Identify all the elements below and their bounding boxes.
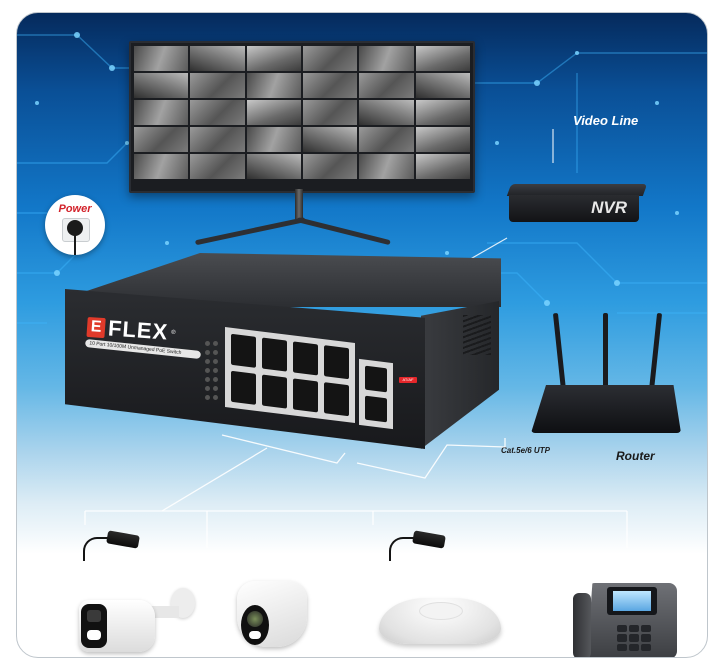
poe-injector-icon [81, 530, 140, 561]
router-device [531, 312, 681, 435]
bullet-camera [79, 588, 199, 653]
plug-icon [67, 220, 83, 236]
cable-type-label: Cat.5e/6 UTP [501, 446, 550, 455]
video-line-label: Video Line [573, 113, 639, 128]
connection-lines [84, 434, 628, 548]
handset-icon [573, 593, 591, 657]
vent-grille [463, 315, 491, 355]
keypad [617, 625, 651, 651]
ip-phone [573, 573, 683, 657]
antenna-icon [603, 313, 608, 391]
circuit-background [17, 32, 707, 324]
router-label: Router [616, 449, 655, 463]
status-leds [205, 341, 218, 401]
dome-camera [237, 581, 307, 651]
monitor-stand [295, 189, 303, 219]
nvr-label: NVR [591, 198, 627, 217]
camera-video-wall [134, 46, 470, 179]
monitor [129, 41, 475, 193]
poe-switch: E FLEX ® 10 Port 10/100M Unmanaged PoE S… [65, 253, 505, 463]
poe-injector-icon [387, 530, 446, 561]
nvr-device: NVR [506, 184, 648, 224]
poe-standard-badge: AT/AF [399, 377, 417, 383]
diagram-frame: Video Line Power NVR E FLEX [16, 12, 708, 658]
power-label: Power [58, 203, 92, 215]
wireless-access-point [379, 598, 501, 646]
power-icon: Power [45, 195, 105, 255]
